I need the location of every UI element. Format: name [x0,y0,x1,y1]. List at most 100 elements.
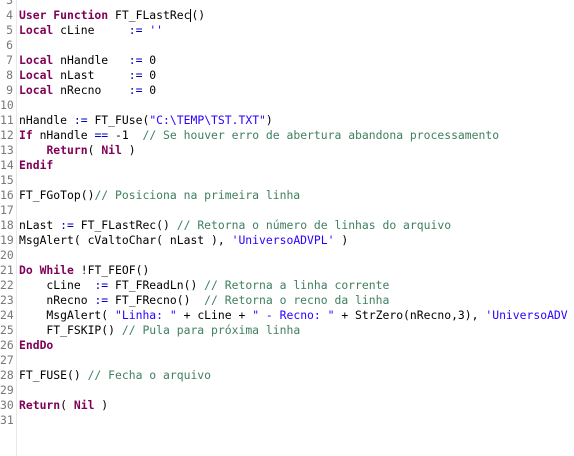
code-token: ) [334,233,349,247]
line-number: 9 [6,83,13,97]
line-number: 7 [6,53,13,67]
code-line[interactable]: 29 [0,383,574,398]
code-token: nRecno [53,83,129,97]
code-token: " - Recno: " [252,308,335,322]
line-number: 21 [0,263,14,277]
code-token: nHandle [32,128,95,142]
line-number: 30 [0,398,14,412]
code-line[interactable]: 10 [0,98,574,113]
code-token: := [128,83,143,97]
code-token: ( [60,398,74,412]
code-token: -1 [108,128,143,142]
line-number: 5 [6,23,13,37]
code-token: MsgAlert( cValtoChar( nLast ), [19,233,232,247]
code-line[interactable]: 15 [0,173,574,188]
code-token: := [128,68,143,82]
code-line[interactable]: 24 MsgAlert( "Linha: " + cLine + " - Rec… [0,308,574,323]
code-token: // Retorna a linha corrente [204,278,390,292]
line-number-gutter [0,0,17,456]
code-token: nRecno [19,293,95,307]
code-line[interactable]: 6 [0,38,574,53]
line-number: 10 [0,98,14,112]
code-token: := [128,53,143,67]
code-token: Local [19,68,54,82]
code-token: "C:\TEMP\TST.TXT" [149,113,266,127]
code-text: Local nHandle := 0 [16,53,156,68]
code-token: EndDo [19,338,54,352]
code-text: nRecno := FT_FRecno() // Retorna o recno… [16,293,389,308]
code-token: ) [94,398,109,412]
code-line[interactable]: 23 nRecno := FT_FRecno() // Retorna o re… [0,293,574,308]
code-line[interactable]: 3 [0,0,574,8]
code-text: cLine := FT_FReadLn() // Retorna a linha… [16,278,389,293]
line-number: 12 [0,128,14,142]
code-token [19,143,46,157]
code-text [16,413,19,428]
code-line[interactable]: 27 [0,353,574,368]
code-text [16,38,19,53]
code-token: nHandle [53,53,129,67]
line-number: 13 [0,143,14,157]
code-token: Return [19,398,61,412]
line-number: 14 [0,158,14,172]
code-token: 0 [142,53,157,67]
line-number: 6 [6,38,13,52]
code-token: ) [265,113,273,127]
line-number: 31 [0,413,14,427]
code-token: Local [19,83,54,97]
code-text [16,173,19,188]
code-line[interactable]: 17 [0,203,574,218]
code-line[interactable]: 31 [0,413,574,428]
line-number: 24 [0,308,14,322]
line-number: 4 [6,8,13,22]
code-line[interactable]: 13 Return( Nil ) [0,143,574,158]
code-line[interactable]: 22 cLine := FT_FReadLn() // Retorna a li… [0,278,574,293]
code-text: EndDo [16,338,53,353]
code-text: FT_FSKIP() // Pula para próxima linha [16,323,300,338]
line-number: 25 [0,323,14,337]
code-token: // Fecha o arquivo [87,368,212,382]
line-number: 15 [0,173,14,187]
code-text: MsgAlert( "Linha: " + cLine + " - Recno:… [16,308,567,323]
code-text: FT_FGoTop()// Posiciona na primeira linh… [16,188,300,203]
line-number: 17 [0,203,14,217]
code-token: + cLine + [176,308,253,322]
line-number: 23 [0,293,14,307]
line-number: 3 [6,0,13,7]
code-token: cLine [19,278,95,292]
text-cursor [190,9,192,22]
code-token: FT_FLastRec [108,8,191,22]
code-token: MsgAlert( [19,308,116,322]
code-line[interactable]: 20 [0,248,574,263]
code-text: Local cLine := '' [16,23,163,38]
code-text [16,0,19,8]
code-line[interactable]: 30 Return( Nil ) [0,398,574,413]
code-text: nHandle := FT_FUse("C:\TEMP\TST.TXT") [16,113,273,128]
code-token: Nil [73,398,95,412]
code-token: // Posiciona na primeira linha [94,188,301,202]
code-line[interactable]: 25 FT_FSKIP() // Pula para próxima linha [0,323,574,338]
code-token: 0 [142,68,157,82]
line-number: 28 [0,368,14,382]
line-number: 18 [0,218,14,232]
line-number: 16 [0,188,14,202]
code-token: Return [46,143,88,157]
code-text [16,383,19,398]
code-token: nLast [53,68,129,82]
